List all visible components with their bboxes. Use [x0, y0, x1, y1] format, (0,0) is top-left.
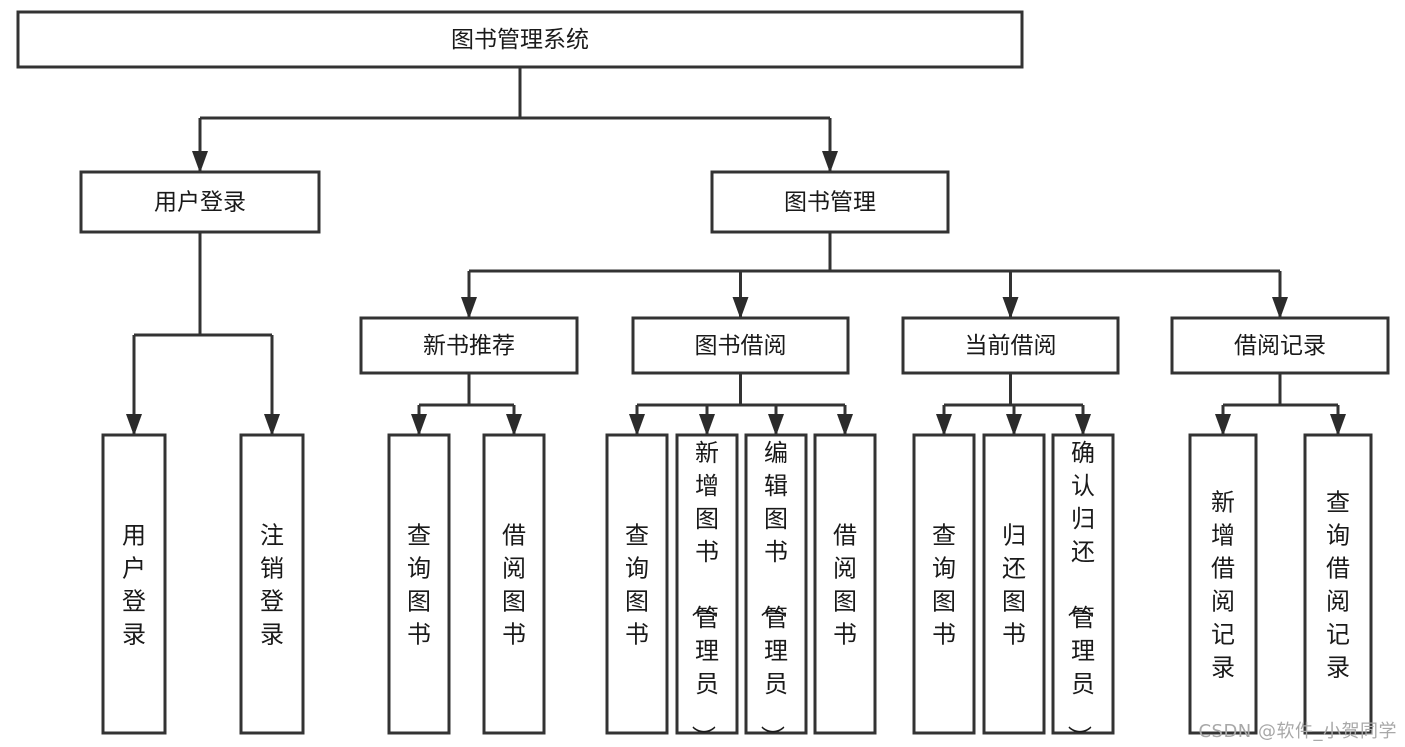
node-box-current-confirm-return [1051, 433, 1115, 735]
node-label-current-confirm-return: 确认归还（管理员） [1065, 439, 1095, 747]
node-box-borrow-borrow-book [813, 433, 877, 735]
node-box-borrow-record [1170, 316, 1390, 375]
node-box-current-borrow [901, 316, 1120, 375]
node-borrow-borrow-book[interactable]: 借阅图书 [813, 433, 877, 735]
node-borrow-record[interactable]: 借阅记录 [1170, 316, 1390, 375]
node-box-record-query [1303, 433, 1373, 735]
node-record-add[interactable]: 新增借阅记录 [1188, 433, 1258, 735]
node-label-new-book-recommend: 新书推荐 [423, 333, 515, 359]
node-box-root [16, 10, 1024, 69]
node-label-record-query: 查询借阅记录 [1326, 489, 1350, 682]
node-borrow-edit-book[interactable]: 编辑图书（管理员） [744, 433, 808, 747]
node-label-borrow-query-book: 查询图书 [625, 522, 649, 649]
node-recommend-borrow-book[interactable]: 借阅图书 [482, 433, 546, 735]
node-label-book-borrow: 图书借阅 [695, 333, 787, 359]
node-label-recommend-query-book: 查询图书 [407, 522, 431, 649]
node-book-borrow[interactable]: 图书借阅 [631, 316, 850, 375]
node-label-book-manage: 图书管理 [784, 190, 876, 216]
node-label-user-login: 用户登录 [154, 190, 246, 216]
node-label-current-borrow: 当前借阅 [965, 333, 1057, 359]
node-label-user-login-do: 用户登录 [122, 522, 146, 649]
node-box-current-query-book [912, 433, 976, 735]
node-user-logout[interactable]: 注销登录 [239, 433, 305, 735]
node-label-root: 图书管理系统 [451, 27, 589, 53]
node-current-confirm-return[interactable]: 确认归还（管理员） [1051, 433, 1115, 747]
node-user-login[interactable]: 用户登录 [79, 170, 321, 234]
node-borrow-add-book[interactable]: 新增图书（管理员） [675, 433, 739, 747]
node-current-return-book[interactable]: 归还图书 [982, 433, 1046, 735]
node-box-borrow-edit-book [744, 433, 808, 735]
node-book-manage[interactable]: 图书管理 [710, 170, 950, 234]
node-record-query[interactable]: 查询借阅记录 [1303, 433, 1373, 735]
node-box-book-manage [710, 170, 950, 234]
node-label-current-return-book: 归还图书 [1002, 522, 1026, 649]
node-box-book-borrow [631, 316, 850, 375]
node-box-recommend-borrow-book [482, 433, 546, 735]
connector-layer [126, 67, 1346, 436]
node-layer: 图书管理系统用户登录用户登录注销登录图书管理新书推荐查询图书借阅图书图书借阅查询… [16, 10, 1390, 747]
node-recommend-query-book[interactable]: 查询图书 [387, 433, 451, 735]
node-box-user-login-do [101, 433, 167, 735]
node-label-user-logout: 注销登录 [260, 522, 284, 649]
node-label-record-add: 新增借阅记录 [1211, 489, 1235, 682]
node-box-borrow-query-book [605, 433, 669, 735]
node-label-borrow-record: 借阅记录 [1234, 333, 1326, 359]
node-box-user-logout [239, 433, 305, 735]
node-current-query-book[interactable]: 查询图书 [912, 433, 976, 735]
node-box-recommend-query-book [387, 433, 451, 735]
node-box-borrow-add-book [675, 433, 739, 735]
node-label-current-query-book: 查询图书 [932, 522, 956, 649]
node-box-current-return-book [982, 433, 1046, 735]
node-current-borrow[interactable]: 当前借阅 [901, 316, 1120, 375]
node-label-borrow-add-book: 新增图书（管理员） [689, 439, 719, 747]
node-box-record-add [1188, 433, 1258, 735]
node-root[interactable]: 图书管理系统 [16, 10, 1024, 69]
node-borrow-query-book[interactable]: 查询图书 [605, 433, 669, 735]
node-user-login-do[interactable]: 用户登录 [101, 433, 167, 735]
node-label-borrow-borrow-book: 借阅图书 [833, 522, 857, 649]
node-label-borrow-edit-book: 编辑图书（管理员） [758, 439, 788, 747]
node-label-recommend-borrow-book: 借阅图书 [502, 522, 526, 649]
node-box-user-login [79, 170, 321, 234]
node-new-book-recommend[interactable]: 新书推荐 [359, 316, 579, 375]
node-box-new-book-recommend [359, 316, 579, 375]
